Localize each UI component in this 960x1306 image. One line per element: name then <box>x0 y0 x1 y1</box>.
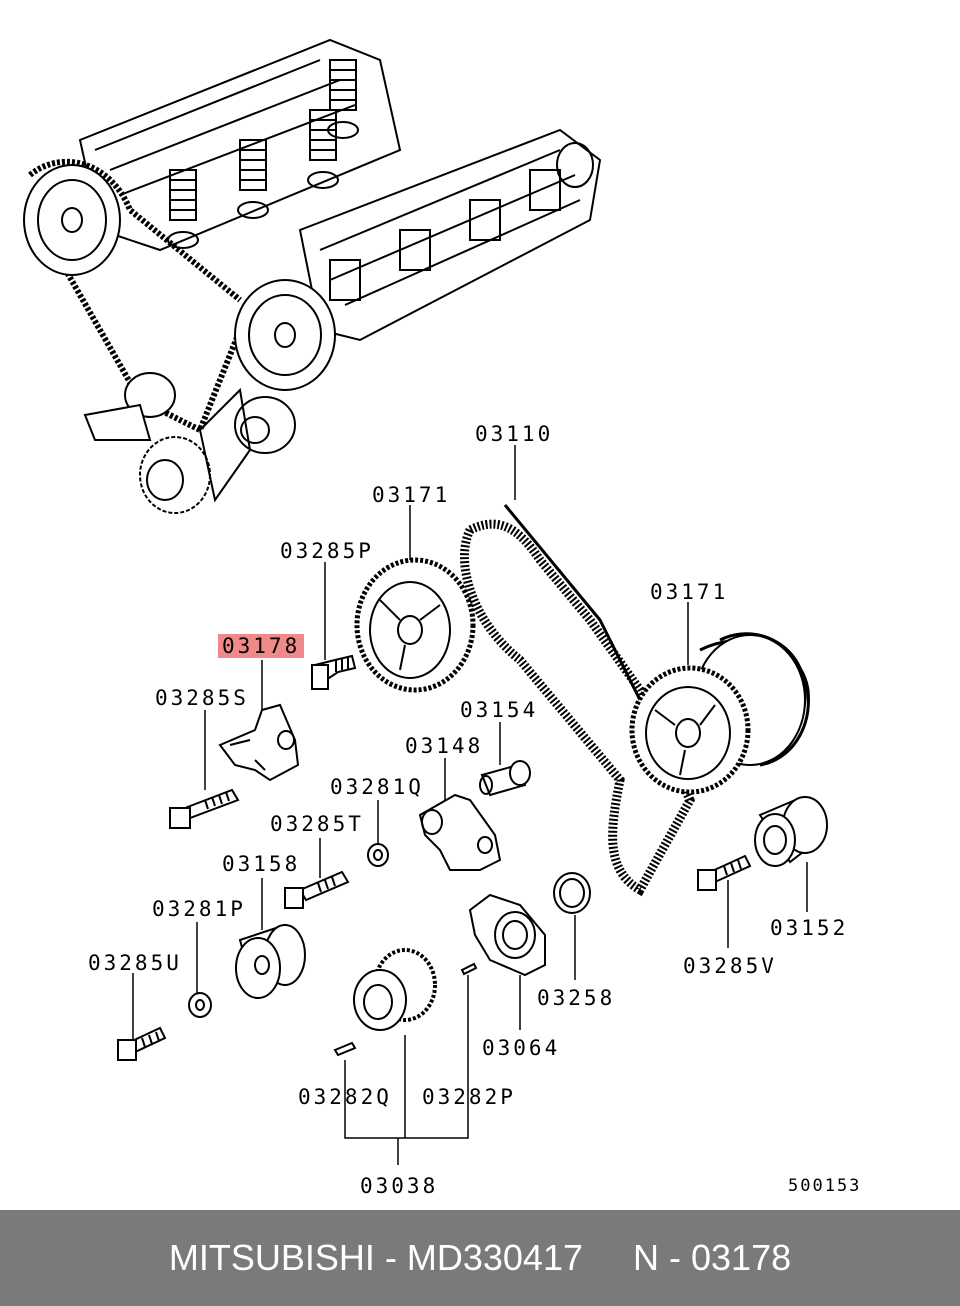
label-03110: 03110 <box>475 422 554 446</box>
label-03282Q: 03282Q <box>298 1085 392 1109</box>
pulley-shaft-03154 <box>479 760 531 797</box>
label-03178-highlighted: 03178 <box>218 634 305 658</box>
leader-lines <box>132 445 808 1165</box>
head-cam-sprocket-right <box>234 279 336 391</box>
key-03282Q <box>333 1041 357 1057</box>
part-number-footer: MITSUBISHI - MD330417 N - 03178 <box>0 1210 960 1306</box>
label-03281Q: 03281Q <box>330 775 424 799</box>
label-03171-upper: 03171 <box>372 483 451 507</box>
key-03282P <box>460 962 478 976</box>
bolt-03285S <box>169 788 240 829</box>
label-03282P: 03282P <box>422 1085 516 1109</box>
label-03285P: 03285P <box>280 539 374 563</box>
seal-03258 <box>553 872 591 914</box>
footer-text: MITSUBISHI - MD330417 N - 03178 <box>168 1237 792 1278</box>
camshaft-sprocket-upper <box>354 557 476 693</box>
label-03285S: 03285S <box>155 686 249 710</box>
label-03064: 03064 <box>482 1036 561 1060</box>
bolt-03285U <box>117 1026 167 1061</box>
label-03154: 03154 <box>460 698 539 722</box>
label-03152: 03152 <box>770 916 849 940</box>
bolt-03285P <box>311 654 357 690</box>
camshaft-sprocket-lower <box>629 634 806 795</box>
washer-03281P <box>188 992 212 1018</box>
bracket-03148 <box>418 793 502 871</box>
washer-03281Q <box>367 843 389 867</box>
bolt-03285T <box>284 870 350 909</box>
crank-sprocket-03038 <box>353 948 437 1031</box>
label-03285U: 03285U <box>88 951 182 975</box>
valve-springs-left <box>167 59 359 249</box>
bolt-03285V <box>697 854 752 891</box>
label-03158: 03158 <box>222 852 301 876</box>
tensioner-03178 <box>218 703 300 782</box>
label-03038: 03038 <box>360 1174 439 1198</box>
head-timing-belt <box>28 158 243 435</box>
engine-head-assembly <box>23 38 602 514</box>
idler-pulley-03152 <box>754 796 828 867</box>
label-03285T: 03285T <box>270 812 364 836</box>
label-03285V: 03285V <box>683 954 777 978</box>
diagram-code: 500153 <box>788 1176 862 1196</box>
label-03258: 03258 <box>537 986 616 1010</box>
head-cam-sprocket-left <box>23 164 121 276</box>
exploded-parts-diagram <box>23 38 828 1165</box>
label-03281P: 03281P <box>152 897 246 921</box>
label-03171-lower: 03171 <box>650 580 729 604</box>
head-crank-sprocket <box>83 372 296 514</box>
flange-03064 <box>468 893 546 977</box>
rocker-arms-right <box>329 142 594 301</box>
label-03148: 03148 <box>405 734 484 758</box>
idler-pulley-03158 <box>235 923 306 999</box>
